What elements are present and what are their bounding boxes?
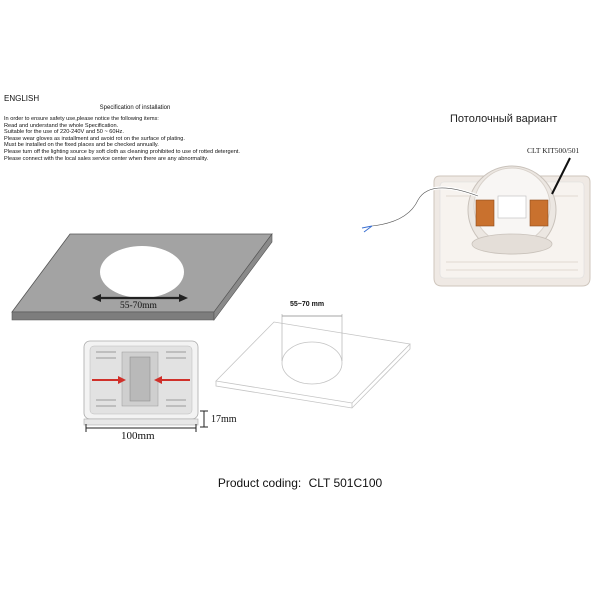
kit-label: CLT KIT500/501 — [527, 146, 580, 155]
product-coding: Product coding: CLT 501C100 — [0, 476, 600, 490]
ceiling-kit-drawing — [361, 157, 591, 287]
ceiling-panel-drawing — [11, 233, 273, 321]
outline-plate-drawing — [215, 314, 411, 409]
spec-line: In order to ensure safety use,please not… — [4, 116, 159, 122]
lamp-bottom-view-drawing — [83, 340, 208, 432]
spec-line: Please connect with the local sales serv… — [4, 155, 209, 162]
height-dimension-label: 17mm — [211, 414, 237, 425]
width-dimension-label: 100mm — [121, 430, 155, 442]
spec-list: In order to ensure safety use,please not… — [4, 116, 240, 162]
product-coding-label: Product coding: — [217, 476, 302, 490]
cutout-dimension-label: 55-70mm — [120, 301, 157, 311]
spec-line: Must be installed on the fixed places an… — [4, 142, 159, 149]
spec-line: Read and understand the whole Specificat… — [4, 122, 119, 129]
product-code: CLT 501C100 — [308, 476, 383, 490]
spec-line: Please wear gloves as installment and av… — [4, 135, 185, 142]
spec-title: Specification of installation — [99, 105, 171, 111]
language-label: ENGLISH — [4, 94, 40, 103]
spec-line: Suitable for the use of 220-240V and 50 … — [4, 129, 124, 136]
ceiling-variant-title: Потолочный вариант — [450, 113, 558, 125]
cutout-dimension-arrow — [92, 294, 188, 302]
spec-line: Please turn off the lighting source by s… — [4, 148, 240, 155]
cutout-dimension-label-2: 55~70 mm — [290, 301, 325, 308]
